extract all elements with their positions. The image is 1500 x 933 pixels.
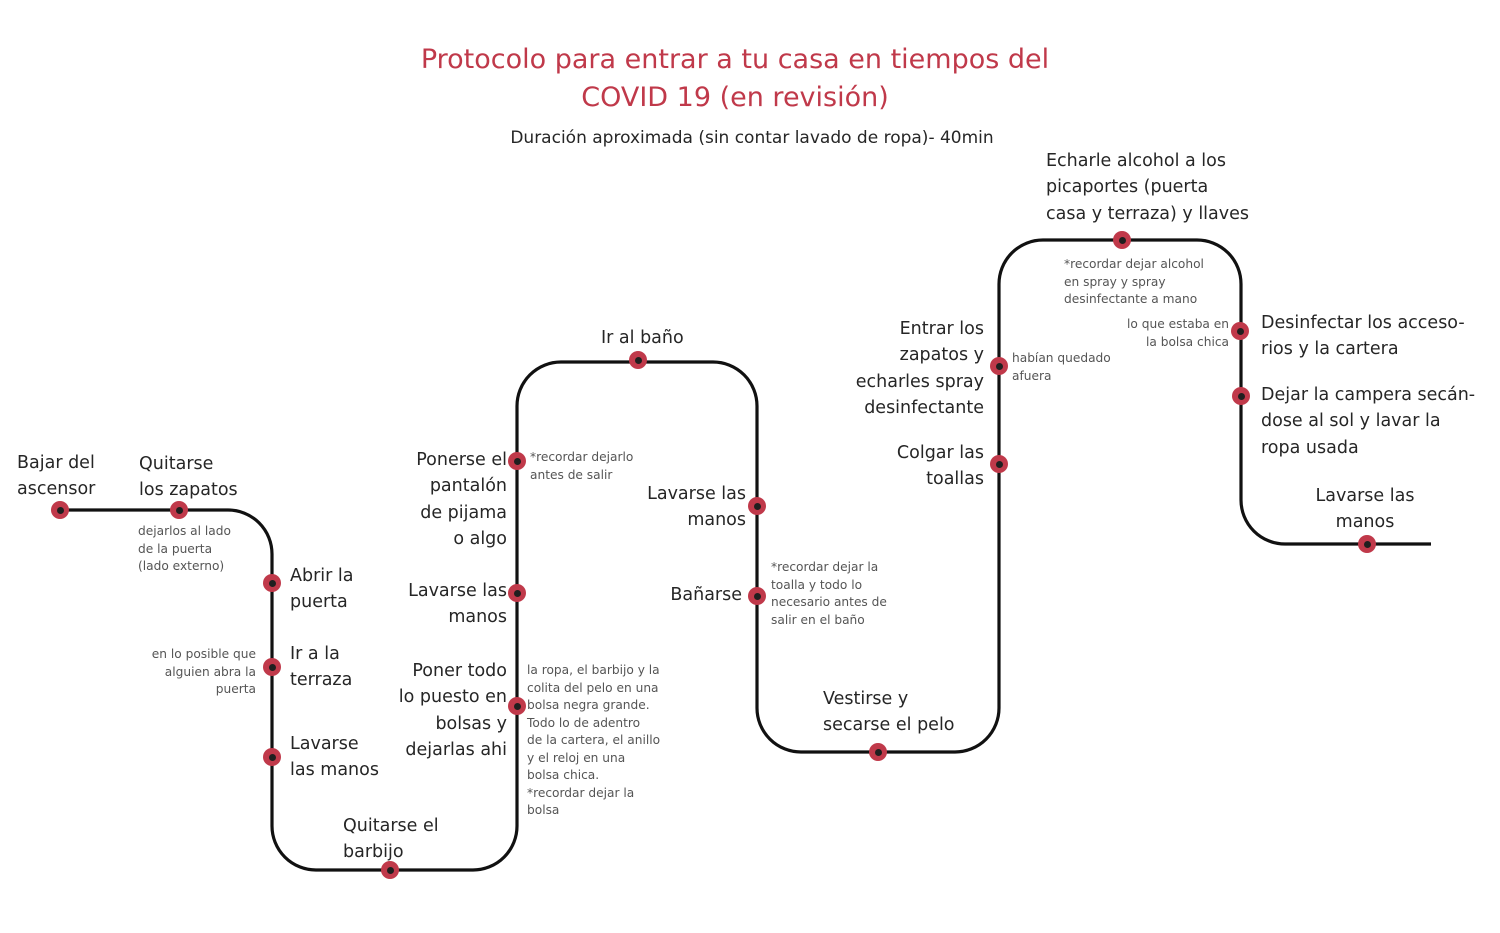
node-desinfectar-accesorios bbox=[1231, 322, 1249, 340]
step-dejar-campera: Dejar la campera secán-dose al sol y lav… bbox=[1261, 385, 1476, 458]
node-lavarse-manos-2 bbox=[508, 584, 526, 602]
node-quitarse-barbijo bbox=[381, 861, 399, 879]
node-ir-bano bbox=[629, 351, 647, 369]
subtitle: Duración aproximada (sin contar lavado d… bbox=[510, 128, 994, 148]
node-ponerse-pantalon bbox=[508, 452, 526, 470]
node-entrar-zapatos bbox=[990, 357, 1008, 375]
node-lavarse-manos-4 bbox=[1358, 535, 1376, 553]
node-poner-bolsas bbox=[508, 697, 526, 715]
node-vestirse bbox=[869, 743, 887, 761]
title-line-2: COVID 19 (en revisión) bbox=[581, 82, 889, 113]
node-ir-terraza bbox=[263, 658, 281, 676]
node-lavarse-manos-1 bbox=[263, 748, 281, 766]
node-lavarse-manos-3 bbox=[748, 497, 766, 515]
node-quitarse-zapatos bbox=[170, 501, 188, 519]
flow-line bbox=[60, 238, 1431, 872]
step-ir-bano: Ir al baño bbox=[601, 328, 684, 348]
step-desinfectar-accesorios: Desinfectar los acceso-rios y la cartera bbox=[1261, 313, 1465, 360]
node-alcohol-picaportes bbox=[1113, 231, 1131, 249]
step-banarse: Bañarse bbox=[670, 585, 742, 605]
title-line-1: Protocolo para entrar a tu casa en tiemp… bbox=[420, 44, 1050, 75]
node-bajar-ascensor bbox=[51, 501, 69, 519]
node-abrir-puerta bbox=[263, 574, 281, 592]
node-colgar-toallas bbox=[990, 455, 1008, 473]
node-dejar-campera bbox=[1232, 387, 1250, 405]
node-banarse bbox=[748, 587, 766, 605]
